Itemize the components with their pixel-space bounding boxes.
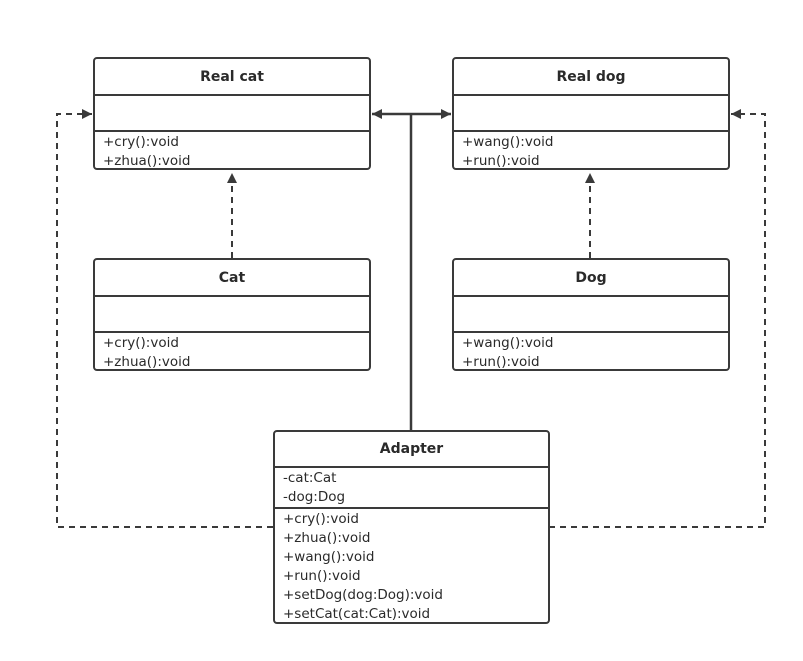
operation: +wang():void [283,549,375,565]
adapter-realcat-dashed-line [56,109,273,528]
class-cat: Cat +cry():void +zhua():void [93,258,371,371]
operation: +run():void [462,153,540,169]
adapter-realdog-dashed-line [549,109,766,528]
class-name: Real cat [95,59,369,96]
class-name: Adapter [275,432,548,468]
class-adapter: Adapter -cat:Cat -dog:Dog +cry():void +z… [273,430,550,624]
attributes-compartment [454,297,728,333]
operation: +cry():void [103,134,179,150]
class-real-dog: Real dog +wang():void +run():void [452,57,730,170]
operation: +cry():void [283,511,359,527]
operation: +zhua():void [103,354,191,370]
attributes-compartment [95,297,369,333]
class-real-cat: Real cat +cry():void +zhua():void [93,57,371,170]
operations-compartment: +wang():void +run():void [454,132,728,171]
class-dog: Dog +wang():void +run():void [452,258,730,371]
class-name: Cat [95,260,369,297]
class-name: Dog [454,260,728,297]
attribute: -cat:Cat [283,470,337,486]
operation: +run():void [283,568,361,584]
operation: +wang():void [462,335,554,351]
operation: +zhua():void [283,530,371,546]
attributes-compartment [95,96,369,132]
operations-compartment: +cry():void +zhua():void [95,333,369,372]
operation: +cry():void [103,335,179,351]
attribute: -dog:Dog [283,489,346,505]
attributes-compartment: -cat:Cat -dog:Dog [275,468,548,509]
operation: +zhua():void [103,153,191,169]
operations-compartment: +cry():void +zhua():void +wang():void +r… [275,509,548,624]
class-name: Real dog [454,59,728,96]
operation: +setCat(cat:Cat):void [283,606,431,622]
operations-compartment: +wang():void +run():void [454,333,728,372]
operations-compartment: +cry():void +zhua():void [95,132,369,171]
operation: +run():void [462,354,540,370]
operation: +wang():void [462,134,554,150]
attributes-compartment [454,96,728,132]
operation: +setDog(dog:Dog):void [283,587,443,603]
